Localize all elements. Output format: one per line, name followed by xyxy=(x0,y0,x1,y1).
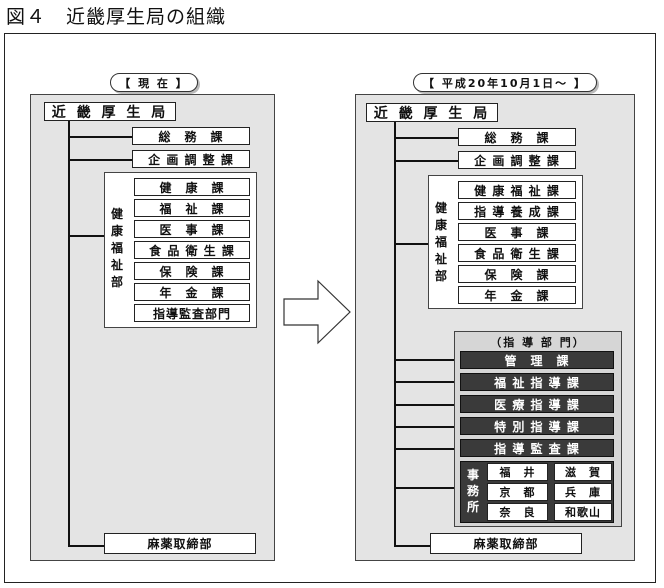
right-division-unit-box: 医 療 指 導 課 xyxy=(460,395,614,413)
left-top-branch-line xyxy=(68,136,132,138)
left-narcotics-box: 麻薬取締部 xyxy=(104,533,256,554)
right-office-cell: 兵 庫 xyxy=(554,483,612,501)
right-office-label: 事 務 所 xyxy=(466,468,479,514)
right-division-unit-box: 特 別 指 導 課 xyxy=(460,417,614,435)
right-narcotics-box: 麻薬取締部 xyxy=(430,533,582,554)
right-division-branch-line xyxy=(394,448,454,450)
right-office-cell: 福 井 xyxy=(487,463,548,481)
right-division-unit-box: 管 理 課 xyxy=(460,351,614,369)
left-general-affairs-box: 総 務 課 xyxy=(132,127,250,145)
left-dept-unit-box: 指導監査部門 xyxy=(134,304,250,322)
left-spine-line xyxy=(68,121,70,546)
right-office-cell: 奈 良 xyxy=(487,503,548,521)
right-dept-unit-box: 医 事 課 xyxy=(458,223,576,241)
left-top-branch-line xyxy=(68,159,132,161)
right-period-tag: 【 平成20年10月1日～ 】 xyxy=(413,73,597,92)
figure-title: 図４ 近畿厚生局の組織 xyxy=(6,6,227,28)
right-dept-unit-box: 健 康 福 祉 課 xyxy=(458,181,576,199)
left-dept-label: 健 康 福 祉 部 xyxy=(110,207,123,289)
right-office-cell: 滋 賀 xyxy=(554,463,612,481)
right-dept-unit-box: 保 険 課 xyxy=(458,265,576,283)
left-dept-unit-box: 健 康 課 xyxy=(134,178,250,196)
right-division-label: （指 導 部 門） xyxy=(490,336,586,349)
right-planning-box: 企 画 調 整 課 xyxy=(458,151,576,169)
right-division-branch-line xyxy=(394,426,454,428)
right-division-branch-line xyxy=(394,359,454,361)
right-division-branch-line xyxy=(394,381,454,383)
left-dept-unit-box: 食 品 衛 生 課 xyxy=(134,241,250,259)
right-bottom-branch-line xyxy=(394,545,430,547)
right-division-unit-box: 指 導 監 査 課 xyxy=(460,439,614,457)
right-spine-line xyxy=(394,122,396,546)
right-dept-label: 健 康 福 祉 部 xyxy=(434,201,447,283)
right-bureau-head: 近 畿 厚 生 局 xyxy=(366,103,498,122)
transition-arrow-icon xyxy=(283,279,351,345)
left-dept-unit-box: 医 事 課 xyxy=(134,220,250,238)
left-dept-unit-box: 福 祉 課 xyxy=(134,199,250,217)
right-office-cell: 和歌山 xyxy=(554,503,612,521)
right-general-affairs-box: 総 務 課 xyxy=(458,128,576,146)
right-office-cell: 京 都 xyxy=(487,483,548,501)
left-dept-unit-box: 年 金 課 xyxy=(134,283,250,301)
left-bottom-branch-line xyxy=(68,545,104,547)
figure-frame xyxy=(4,33,656,583)
left-bureau-head: 近 畿 厚 生 局 xyxy=(44,102,176,121)
right-top-branch-line xyxy=(394,160,458,162)
right-division-unit-box: 福 祉 指 導 課 xyxy=(460,373,614,391)
right-division-branch-line xyxy=(394,487,454,489)
right-dept-branch-line xyxy=(394,243,428,245)
right-dept-unit-box: 食 品 衛 生 課 xyxy=(458,244,576,262)
left-planning-box: 企 画 調 整 課 xyxy=(132,150,250,168)
left-period-tag: 【 現 在 】 xyxy=(110,73,198,92)
right-dept-unit-box: 年 金 課 xyxy=(458,286,576,304)
right-top-branch-line xyxy=(394,137,458,139)
right-division-branch-line xyxy=(394,404,454,406)
right-dept-unit-box: 指 導 養 成 課 xyxy=(458,202,576,220)
left-dept-branch-line xyxy=(68,235,104,237)
left-dept-unit-box: 保 険 課 xyxy=(134,262,250,280)
